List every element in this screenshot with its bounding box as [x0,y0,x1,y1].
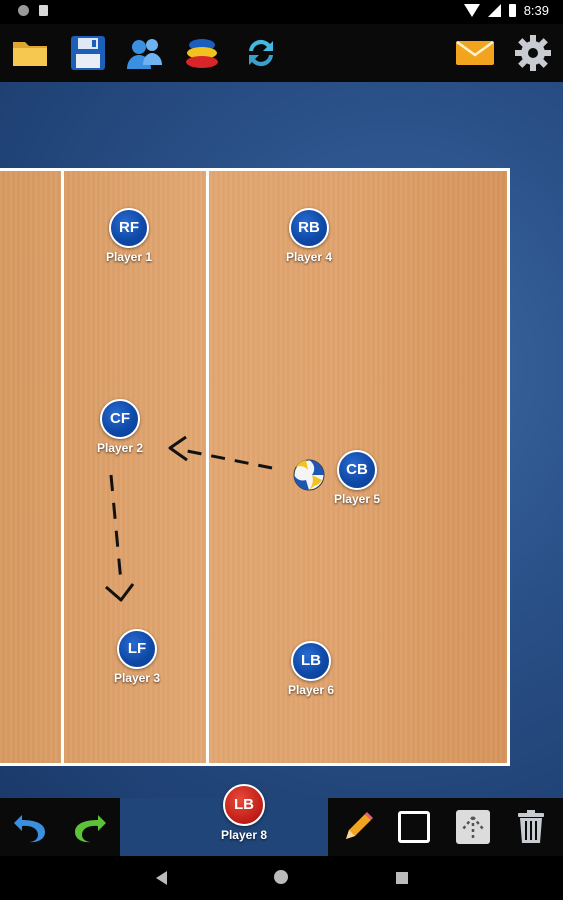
refresh-icon[interactable] [241,33,281,73]
team-icon[interactable] [125,33,165,73]
player-name: Player 1 [105,250,153,264]
court-area[interactable]: RF Player 1 RB Player 4 CF Player 2 CB P… [0,82,563,798]
court-divider-line [206,171,209,763]
player-token[interactable]: LF Player 3 [97,629,177,685]
undo-icon[interactable] [10,807,50,847]
position-chip: RB [289,208,329,248]
save-icon[interactable] [68,33,108,73]
player-name: Player 4 [285,250,333,264]
top-toolbar [0,24,563,82]
position-chip: CF [100,399,140,439]
player-token[interactable]: LB Player 6 [271,641,351,697]
bench-player-token[interactable]: LB Player 8 [204,784,284,842]
player-token[interactable]: RF Player 1 [89,208,169,264]
trash-icon[interactable] [511,807,551,847]
player-name: Player 5 [333,492,381,506]
redo-icon[interactable] [70,807,110,847]
position-chip: RF [109,208,149,248]
player-name: Player 6 [287,683,335,697]
signal-icon [487,4,501,17]
battery-icon [508,4,516,17]
back-icon[interactable] [156,871,167,885]
attack-line [61,171,64,763]
position-chip: LB [223,784,265,826]
volleyball-court[interactable] [0,168,510,766]
sd-card-icon [39,5,48,16]
wifi-icon [463,4,480,17]
gear-icon[interactable] [513,33,553,73]
notification-icon [18,5,29,16]
square-icon[interactable] [394,807,434,847]
position-chip: LF [117,629,157,669]
player-token[interactable]: CB Player 5 [317,450,397,506]
position-chip: CB [337,450,377,490]
player-name: Player 8 [220,828,268,842]
bottom-toolbar-right [328,798,563,856]
player-token[interactable]: RB Player 4 [269,208,349,264]
formation-icon[interactable] [182,33,222,73]
status-bar: 8:39 [0,0,563,24]
system-nav-bar [0,856,563,900]
mail-icon[interactable] [455,33,495,73]
pencil-icon[interactable] [338,807,378,847]
volleyball-icon[interactable] [292,458,326,492]
folder-icon[interactable] [10,33,50,73]
bench-panel: LB Player 8 [120,784,328,856]
clock: 8:39 [523,3,549,18]
player-name: Player 3 [113,671,161,685]
recent-apps-icon[interactable] [396,872,408,884]
home-icon[interactable] [274,870,288,884]
player-token[interactable]: CF Player 2 [80,399,160,455]
bottom-toolbar-left [0,798,120,856]
arrow-up-icon[interactable] [453,807,493,847]
player-name: Player 2 [96,441,144,455]
position-chip: LB [291,641,331,681]
